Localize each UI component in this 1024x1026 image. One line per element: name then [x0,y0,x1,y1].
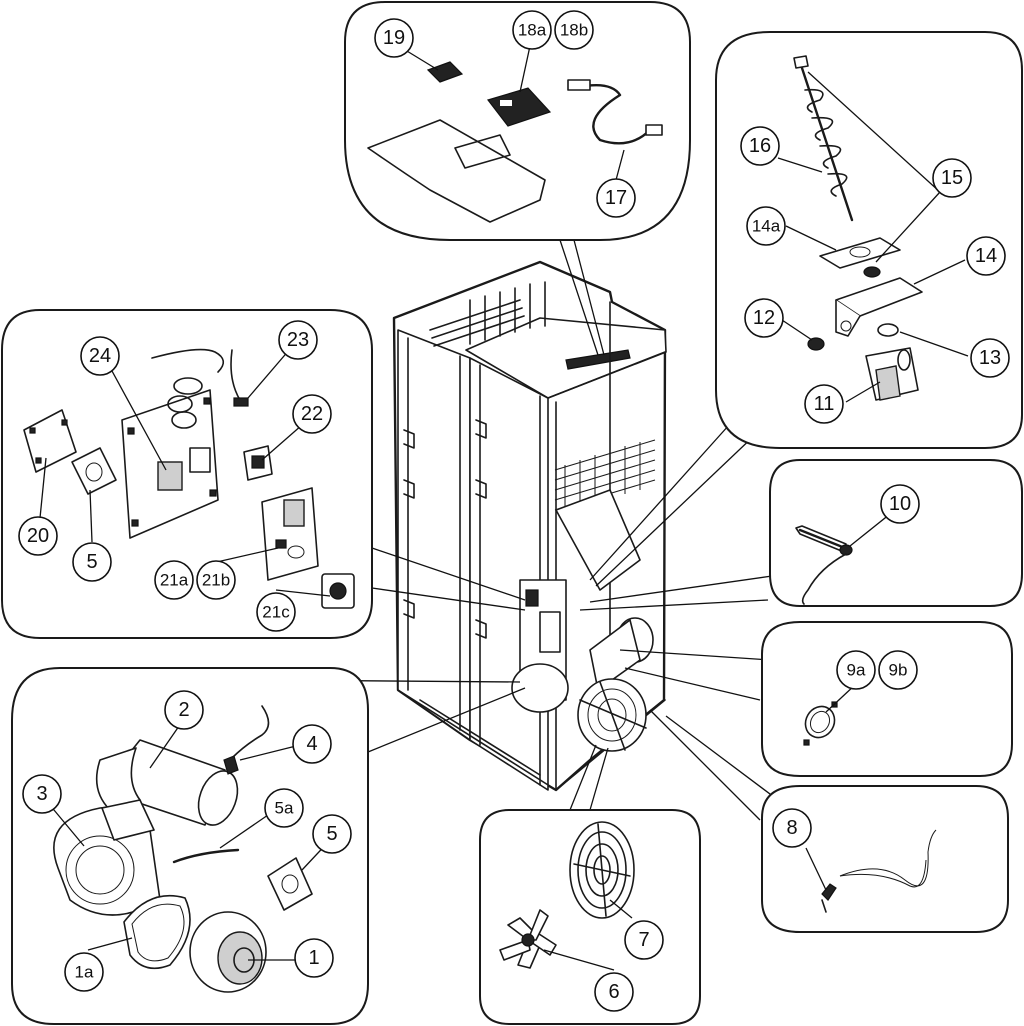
callout-18b: 18b [554,10,594,50]
svg-text:18a: 18a [518,21,547,40]
callout-21b: 21b [196,560,236,600]
callout-13: 13 [970,338,1010,378]
svg-text:4: 4 [306,733,317,755]
callout-19: 19 [374,18,414,58]
stove-body-icon [392,260,667,792]
svg-text:21c: 21c [262,603,290,622]
svg-text:21a: 21a [160,571,189,590]
callout-23: 23 [278,320,318,360]
callout-21a: 21a [154,560,194,600]
svg-text:5: 5 [86,551,97,573]
callout-16: 16 [740,126,780,166]
svg-text:23: 23 [287,329,309,351]
callout-5-left: 5 [72,542,112,582]
svg-text:13: 13 [979,347,1001,369]
auger-group [715,31,1023,449]
callout-4: 4 [292,724,332,764]
control-panel-group [344,1,691,241]
callout-1: 1 [294,938,334,978]
svg-text:17: 17 [605,187,627,209]
callout-10: 10 [880,484,920,524]
svg-text:18b: 18b [560,21,588,40]
svg-text:14a: 14a [752,217,781,236]
callout-18a: 18a [512,10,552,50]
callout-5-bottom: 5 [312,814,352,854]
svg-text:1a: 1a [75,963,94,982]
callout-9a: 9a [836,650,876,690]
svg-text:8: 8 [786,817,797,839]
svg-text:22: 22 [301,403,323,425]
control-panel-icon [367,61,663,223]
svg-text:20: 20 [27,525,49,547]
svg-text:12: 12 [753,307,775,329]
svg-text:11: 11 [814,393,835,415]
svg-text:15: 15 [941,167,963,189]
callout-6: 6 [594,972,634,1012]
svg-text:3: 3 [36,783,47,805]
fan-group [479,809,701,1025]
callout-22: 22 [292,394,332,434]
callout-leaders [39,45,969,971]
svg-text:24: 24 [89,345,111,367]
callout-2: 2 [164,690,204,730]
callout-15: 15 [932,158,972,198]
callout-11: 11 [804,384,844,424]
control-board-icon [23,348,355,609]
svg-text:5: 5 [326,823,337,845]
auger-motor-icon [793,55,923,401]
fan-grille-icon [499,821,635,969]
sensor-probe-icon [795,525,853,605]
callout-12: 12 [744,298,784,338]
callout-21c: 21c [256,592,296,632]
callout-20: 20 [18,516,58,556]
callout-9b: 9b [878,650,918,690]
callout-1a: 1a [64,952,104,992]
gasket-icon [803,701,838,746]
svg-text:10: 10 [889,493,911,515]
svg-text:9a: 9a [847,661,866,680]
sensor-10-group [769,459,1023,607]
svg-text:7: 7 [638,929,649,951]
leader-lines [261,239,779,821]
svg-text:1: 1 [308,947,319,969]
svg-text:16: 16 [749,135,771,157]
svg-text:2: 2 [178,699,189,721]
callout-7: 7 [624,920,664,960]
svg-text:19: 19 [383,27,405,49]
svg-text:9b: 9b [889,661,908,680]
callout-17: 17 [596,178,636,218]
blower-group [11,667,369,1025]
svg-text:5a: 5a [275,799,294,818]
callout-24: 24 [80,336,120,376]
callout-14: 14 [966,236,1006,276]
gasket-9-group [761,621,1013,777]
svg-text:21b: 21b [202,571,230,590]
callout-3: 3 [22,774,62,814]
fan-blower-icon [53,705,313,993]
sensor-cable-icon [821,829,937,913]
cable-8-group [761,785,1009,933]
svg-text:6: 6 [608,981,619,1003]
svg-text:14: 14 [975,245,997,267]
callout-8: 8 [772,808,812,848]
callout-14a: 14a [746,206,786,246]
callout-5a: 5a [264,788,304,828]
